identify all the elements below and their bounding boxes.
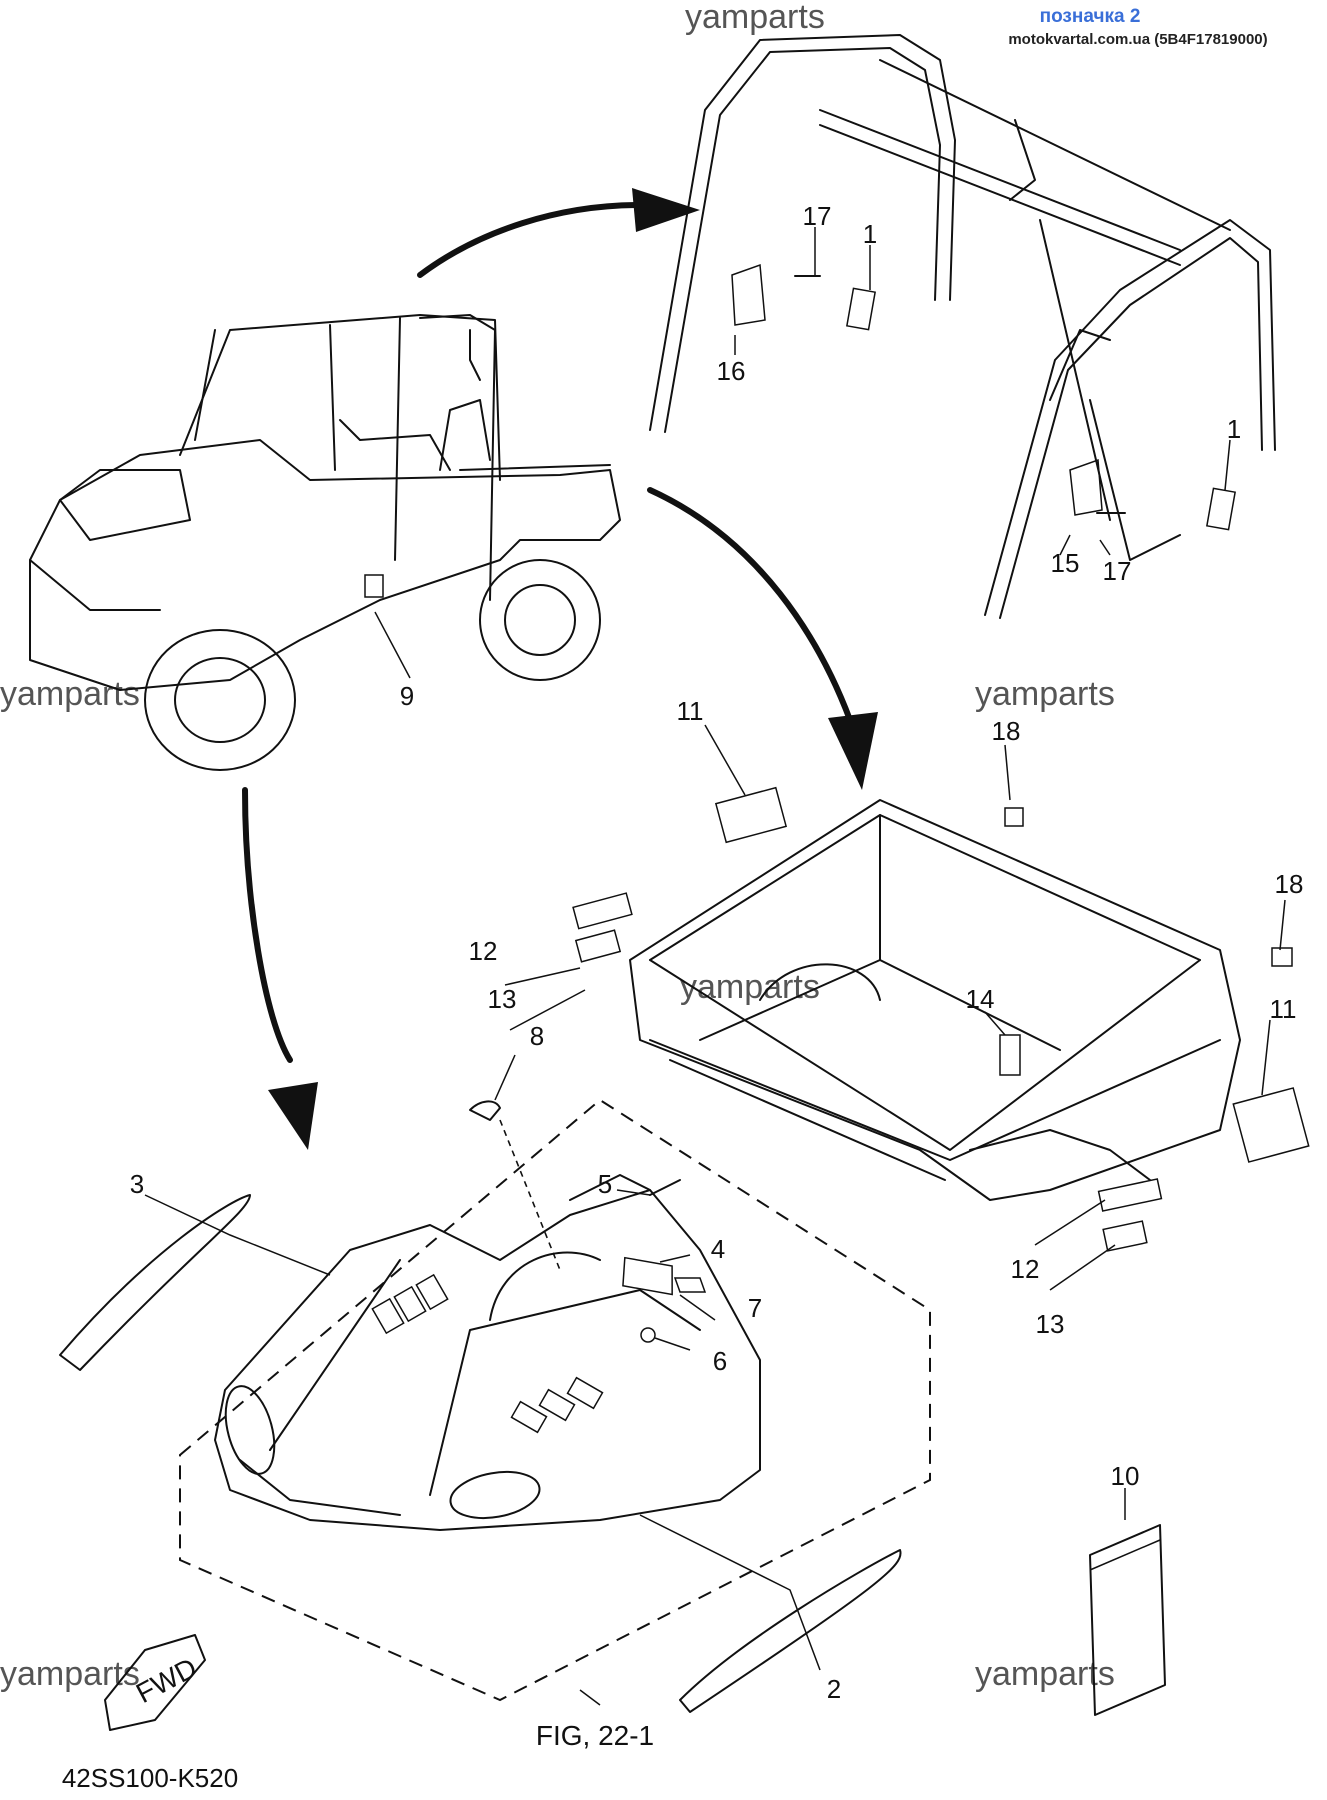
callout-18: 18 [992, 716, 1021, 746]
callout-12: 12 [469, 936, 498, 966]
leader-lines [144, 227, 1286, 1706]
watermark-center: yamparts [680, 968, 820, 1006]
callout-2: 2 [827, 1674, 841, 1704]
watermark-bottom-left: yamparts [0, 1655, 140, 1693]
callout-1: 1 [1227, 414, 1241, 444]
header-subtitle: motokvartal.com.ua (5B4F17819000) [1008, 31, 1267, 48]
watermark-right: yamparts [975, 675, 1115, 713]
callout-18: 18 [1275, 869, 1304, 899]
fwd-label: FWD [131, 1652, 202, 1709]
callout-14: 14 [966, 984, 995, 1014]
callout-17: 17 [803, 201, 832, 231]
callout-11: 11 [1270, 994, 1297, 1024]
decal-10 [1089, 1524, 1166, 1716]
callouts: 17 1 16 1 15 17 9 11 18 18 12 13 14 11 8… [130, 201, 1304, 1704]
callout-11: 11 [677, 696, 704, 726]
callout-16: 16 [717, 356, 746, 386]
callout-15: 15 [1051, 548, 1080, 578]
figure-reference: FIG, 22-1 [536, 1720, 654, 1751]
flow-arrows [242, 188, 878, 1150]
callout-8: 8 [530, 1021, 544, 1051]
decal-2 [679, 1549, 902, 1713]
callout-1: 1 [863, 219, 877, 249]
vehicle-overview [29, 314, 621, 771]
rollover-cage [649, 34, 1276, 619]
header-title: позначка 2 [1040, 6, 1141, 27]
callout-6: 6 [713, 1346, 727, 1376]
header: позначка 2 motokvartal.com.ua (5B4F17819… [1008, 6, 1267, 48]
callout-7: 7 [748, 1293, 762, 1323]
callout-5: 5 [598, 1169, 612, 1199]
callout-17: 17 [1103, 556, 1132, 586]
cargo-bed [572, 786, 1310, 1252]
drawing-code: 42SS100-K520 [62, 1763, 238, 1793]
callout-13: 13 [1036, 1309, 1065, 1339]
callout-4: 4 [711, 1234, 725, 1264]
watermark-top: yamparts [685, 0, 825, 36]
callout-3: 3 [130, 1169, 144, 1199]
callout-13: 13 [488, 984, 517, 1014]
fwd-arrow: FWD [104, 1634, 206, 1731]
watermark-bottom-right: yamparts [975, 1655, 1115, 1693]
callout-10: 10 [1111, 1461, 1140, 1491]
callout-9: 9 [400, 681, 414, 711]
decal-3 [59, 1194, 251, 1371]
callout-12: 12 [1011, 1254, 1040, 1284]
hood-assembly [179, 1098, 931, 1702]
watermark-left: yamparts [0, 675, 140, 713]
